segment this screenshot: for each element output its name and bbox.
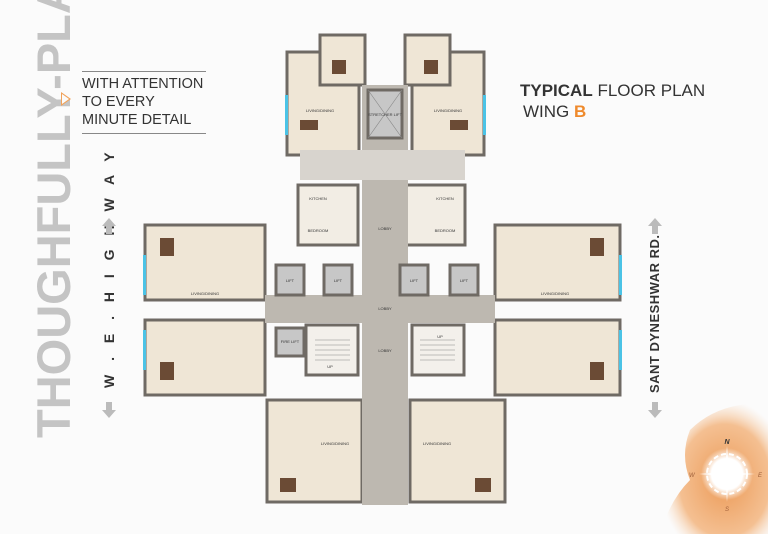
tagline-line: TO EVERY — [82, 94, 155, 110]
lift — [398, 263, 430, 297]
tagline-line: WITH ATTENTION — [82, 76, 204, 92]
lift — [448, 263, 480, 297]
fire-lift — [274, 326, 306, 358]
label-living: LIVING/DINING — [191, 291, 219, 296]
compass-s: S — [725, 507, 729, 513]
flat-right-upper — [493, 223, 622, 302]
label-living: LIVING/DINING — [434, 108, 462, 113]
compass-n: N — [724, 439, 730, 446]
label-kitchen: KITCHEN — [309, 196, 327, 201]
tagline-line: MINUTE DETAIL — [82, 112, 192, 128]
arrow-up-icon — [648, 218, 662, 234]
arrow-down-icon — [648, 402, 662, 418]
label-lobby-main: LOBBY — [378, 306, 392, 311]
label-living: LIVING/DINING — [423, 441, 451, 446]
title-rest: FLOOR PLAN — [592, 81, 706, 100]
flat-left-upper — [143, 223, 267, 302]
wing-label: WING — [523, 102, 574, 121]
compass-w: W — [689, 473, 696, 479]
label-up: UP — [437, 334, 443, 339]
flat-upper-right — [403, 183, 467, 247]
page-title: TYPICAL FLOOR PLAN WING B — [520, 80, 705, 122]
label-lobby-lower: LOBBY — [378, 348, 392, 353]
lift — [322, 263, 354, 297]
arrow-up-icon — [102, 218, 116, 234]
triangle-pointer-icon — [61, 92, 71, 106]
compass-icon: N E W S — [689, 439, 763, 513]
label-lift: LIFT — [286, 278, 295, 283]
wing-letter: B — [574, 102, 587, 121]
label-stretcher-lift: STRETCHER LIFT — [368, 112, 402, 117]
flat-right-lower — [493, 318, 622, 397]
flat-upper-left — [296, 183, 360, 247]
label-lobby-upper: LOBBY — [378, 226, 392, 231]
lobby-area — [265, 85, 495, 505]
label-up: UP — [327, 364, 333, 369]
label-lift: LIFT — [460, 278, 469, 283]
label-living: LIVING/DINING — [306, 108, 334, 113]
arrow-down-icon — [102, 402, 116, 418]
label-living: LIVING/DINING — [321, 441, 349, 446]
label-fire-lift: FIRE LIFT — [281, 339, 300, 344]
label-lift: LIFT — [410, 278, 419, 283]
tagline: WITH ATTENTION TO EVERY MINUTE DETAIL — [82, 71, 206, 134]
title-bold: TYPICAL — [520, 81, 593, 100]
lift — [274, 263, 306, 297]
compass-e: E — [758, 473, 763, 479]
label-bedroom: BEDROOM — [435, 228, 456, 233]
label-bedroom: BEDROOM — [308, 228, 329, 233]
label-kitchen: KITCHEN — [436, 196, 454, 201]
flat-left-lower — [143, 318, 267, 397]
label-living: LIVING/DINING — [541, 291, 569, 296]
label-lift: LIFT — [334, 278, 343, 283]
